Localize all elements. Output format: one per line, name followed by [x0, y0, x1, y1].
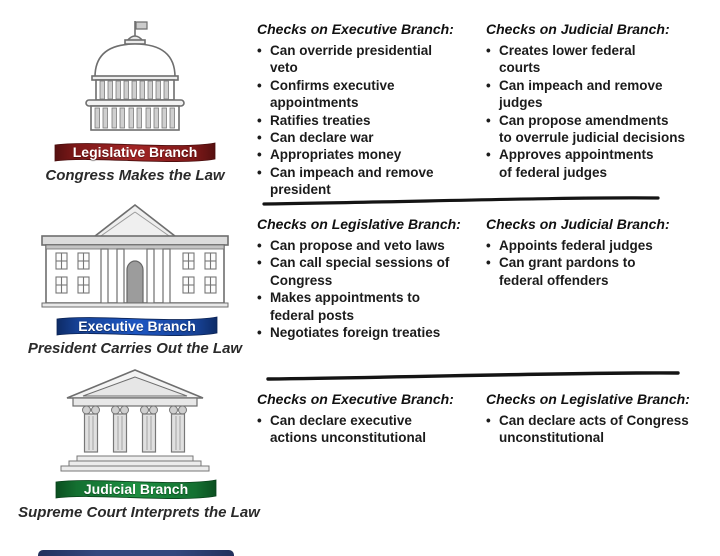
bullet-icon: • — [257, 77, 262, 93]
checks-list: •Can declare executive actions unconstit… — [257, 412, 472, 447]
capitol-building-icon — [85, 21, 185, 131]
bullet-icon: • — [486, 238, 491, 253]
check-item: •Can call special sessions of Congress — [257, 255, 450, 288]
bullet-icon: • — [486, 147, 491, 163]
legislative-branch-label: Legislative Branch — [72, 144, 198, 160]
bullet-icon: • — [257, 413, 262, 428]
check-item: •Can declare acts of Congress unconstitu… — [486, 413, 689, 446]
check-item: •Negotiates foreign treaties — [257, 325, 441, 341]
section-divider — [266, 371, 680, 381]
red-ribbon-icon — [54, 142, 216, 162]
check-item: •Creates lower federal courts — [486, 43, 636, 76]
legislative-caption: Congress Makes the Law — [45, 167, 225, 184]
bullet-icon: • — [257, 43, 262, 58]
bullet-icon: • — [257, 325, 262, 341]
checks-list: •Can propose and veto laws •Can call spe… — [257, 237, 472, 341]
bullet-icon: • — [486, 413, 491, 428]
bullet-icon: • — [486, 43, 491, 58]
checks-heading: Checks on Executive Branch: — [257, 391, 454, 407]
flag-icon — [135, 21, 148, 30]
bullet-icon: • — [257, 164, 262, 180]
green-ribbon-icon — [55, 479, 217, 499]
executive-caption: President Carries Out the Law — [27, 340, 243, 357]
bullet-icon: • — [257, 130, 262, 146]
windows — [55, 252, 217, 294]
supreme-court-icon — [60, 369, 210, 472]
checks-list: •Can override presidential veto •Confirm… — [257, 42, 462, 199]
legislative-checks-on-executive: Checks on Executive Branch: •Can overrid… — [257, 20, 462, 199]
check-item: •Can declare war — [257, 130, 374, 146]
check-item: •Appropriates money — [257, 147, 402, 163]
judicial-checks-on-legislative: Checks on Legislative Branch: •Can decla… — [486, 390, 720, 447]
section-divider — [262, 196, 660, 206]
bullet-icon: • — [486, 112, 491, 128]
checks-list: •Appoints federal judges •Can grant pard… — [486, 237, 716, 289]
bullet-icon: • — [257, 112, 262, 128]
bullet-icon: • — [257, 290, 262, 306]
steps — [60, 455, 210, 472]
columns — [83, 413, 186, 453]
checks-heading: Checks on Judicial Branch: — [486, 216, 670, 232]
executive-branch-banner: Executive Branch — [54, 310, 220, 340]
cropped-ribbon-fragment — [38, 550, 234, 556]
check-item: •Can impeach and remove judges — [486, 77, 663, 111]
legislative-checks-on-judicial: Checks on Judicial Branch: •Creates lowe… — [486, 20, 716, 181]
check-item: •Can propose and veto laws — [257, 238, 445, 253]
bullet-icon: • — [257, 238, 262, 253]
executive-branch-label: Executive Branch — [78, 318, 196, 334]
check-item: •Ratifies treaties — [257, 112, 371, 128]
check-item: •Can override presidential veto — [257, 43, 433, 76]
bullet-icon: • — [486, 77, 491, 93]
blue-ribbon-icon — [56, 316, 218, 336]
column-capitals — [82, 405, 187, 415]
white-house-icon — [41, 203, 229, 308]
judicial-checks-on-executive: Checks on Executive Branch: •Can declare… — [257, 390, 472, 447]
check-item: •Can declare executive actions unconstit… — [257, 413, 427, 446]
check-item: •Approves appointments of federal judges — [486, 147, 654, 180]
judicial-branch-label: Judicial Branch — [83, 481, 189, 497]
check-item: •Can impeach and remove president — [257, 164, 434, 198]
executive-checks-on-legislative: Checks on Legislative Branch: •Can propo… — [257, 215, 472, 341]
bullet-icon: • — [257, 255, 262, 271]
checks-list: •Can declare acts of Congress unconstitu… — [486, 412, 720, 447]
check-item: •Appoints federal judges — [486, 238, 653, 253]
check-item: •Confirms executive appointments — [257, 77, 395, 111]
judicial-branch-banner: Judicial Branch — [53, 473, 219, 503]
checks-heading: Checks on Legislative Branch: — [257, 216, 461, 232]
legislative-branch-banner: Legislative Branch — [52, 136, 218, 166]
bullet-icon: • — [486, 255, 491, 271]
checks-heading: Checks on Judicial Branch: — [486, 21, 670, 37]
checks-heading: Checks on Legislative Branch: — [486, 391, 690, 407]
checks-heading: Checks on Executive Branch: — [257, 21, 454, 37]
check-item: •Can propose amendments to overrule judi… — [486, 112, 686, 146]
check-item: •Makes appointments to federal posts — [257, 290, 421, 323]
bullet-icon: • — [257, 147, 262, 163]
judicial-caption: Supreme Court Interprets the Law — [18, 504, 260, 521]
door-icon — [126, 260, 144, 304]
executive-checks-on-judicial: Checks on Judicial Branch: •Appoints fed… — [486, 215, 716, 289]
check-item: •Can grant pardons to federal offenders — [486, 255, 636, 288]
checks-list: •Creates lower federal courts •Can impea… — [486, 42, 716, 181]
